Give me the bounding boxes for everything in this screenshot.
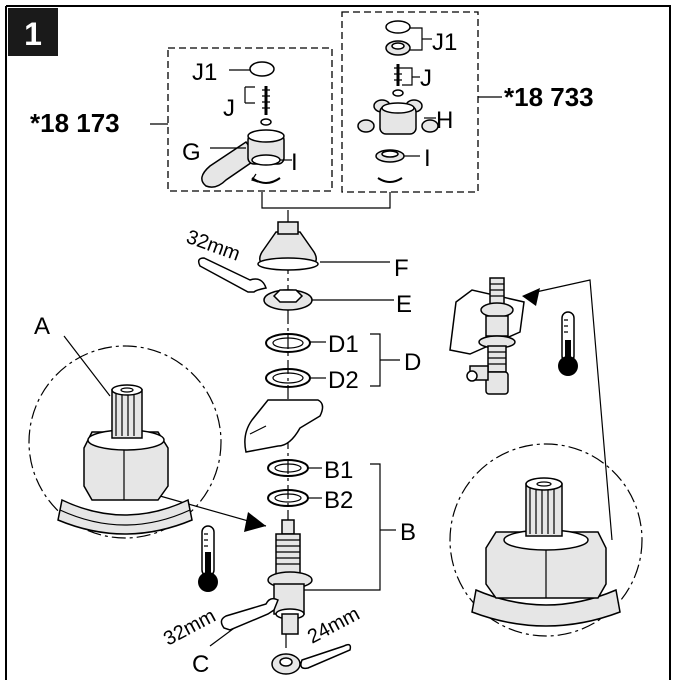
wrench-size-bottom-right: 24mm [304, 603, 363, 649]
label-c: C [192, 651, 209, 678]
label-j1-right: J1 [432, 29, 457, 56]
label-d2: D2 [328, 367, 359, 394]
label-i-right: I [424, 145, 431, 172]
wrench-bottom-left-icon [220, 597, 279, 631]
wrench-size-bottom-left: 32mm [160, 605, 219, 651]
variant-code-18173: *18 173 [30, 108, 120, 138]
label-g: G [182, 139, 201, 166]
wrench-size-top: 32mm [183, 226, 243, 266]
label-f: F [394, 255, 409, 282]
label-b1: B1 [324, 457, 353, 484]
step-number: 1 [24, 16, 42, 52]
wrench-bottom-right-icon [300, 643, 352, 670]
arrow-right-icon [522, 288, 540, 306]
label-b2: B2 [324, 487, 353, 514]
label-d: D [404, 349, 421, 376]
thermometer-left-icon [198, 525, 218, 592]
label-a: A [34, 313, 50, 340]
nut-bottom-part [271, 653, 301, 675]
variant-bracket [261, 192, 391, 209]
variant-code-18733: *18 733 [504, 82, 594, 112]
variant-box-18173 [150, 47, 333, 192]
wrench-top-icon [197, 257, 267, 293]
variant-box-18733 [341, 11, 502, 193]
detail-circle-right [449, 443, 643, 637]
label-b: B [400, 519, 416, 546]
label-j-left: J [223, 95, 235, 122]
label-d1: D1 [328, 331, 359, 358]
cap-j1-part [249, 61, 275, 77]
lever-handle-part [201, 140, 260, 188]
frame-border [6, 5, 671, 680]
wall-section-part [244, 399, 324, 453]
thermometer-right-icon [558, 311, 578, 376]
label-j-right: J [420, 65, 432, 92]
step-badge: 1 [8, 8, 58, 56]
label-i-left: I [291, 149, 298, 176]
cross-handle-part [357, 99, 439, 135]
detail-circle-a [28, 345, 222, 539]
escutcheon-f-part [257, 221, 319, 271]
label-h: H [436, 107, 453, 134]
label-j1-left: J1 [192, 59, 217, 86]
valve-body-part [267, 519, 313, 635]
label-e: E [396, 291, 412, 318]
arrow-a-icon [244, 512, 266, 532]
valve-right-part [449, 277, 525, 395]
ring-d1-part [265, 333, 311, 353]
nut-e-part [263, 289, 313, 311]
